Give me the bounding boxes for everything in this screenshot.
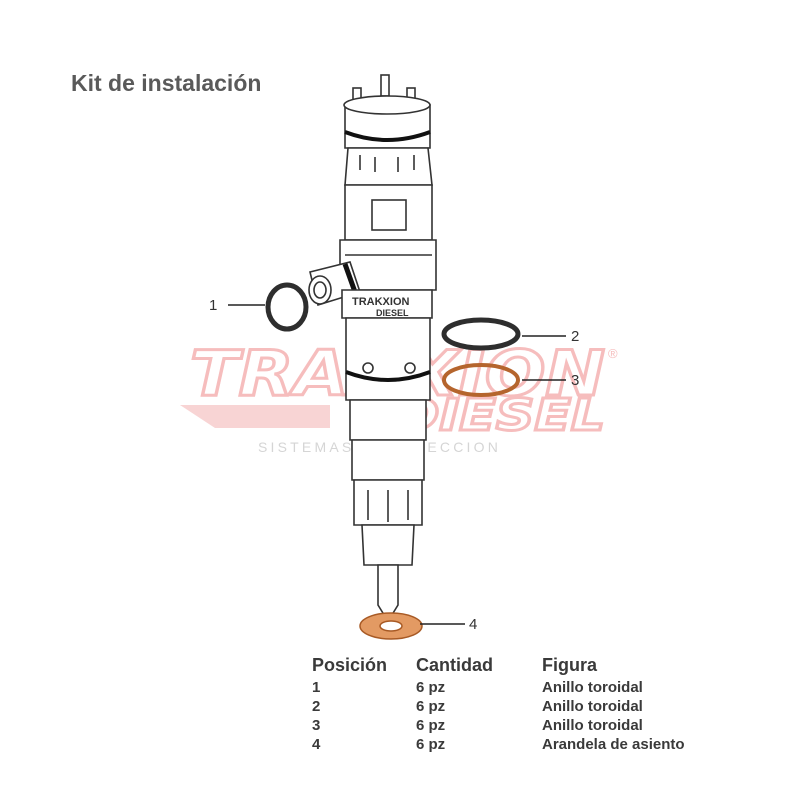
cell-figure: Anillo toroidal (542, 679, 643, 696)
cell-quantity: 6 pz (416, 717, 446, 734)
table-row: 3 6 pz Anillo toroidal (312, 716, 742, 735)
parts-table: Posición Cantidad Figura 1 6 pz Anillo t… (312, 655, 742, 754)
part-1-o-ring (265, 282, 309, 332)
cell-figure: Arandela de asiento (542, 736, 685, 753)
header-figure: Figura (542, 655, 598, 675)
table-row: 2 6 pz Anillo toroidal (312, 697, 742, 716)
header-quantity: Cantidad (416, 655, 494, 675)
injector-label-line2: DIESEL (376, 308, 409, 318)
callout-1: 1 (209, 297, 217, 314)
header-position: Posición (312, 655, 388, 675)
cell-figure: Anillo toroidal (542, 717, 643, 734)
cell-quantity: 6 pz (416, 679, 446, 696)
part-4-seat-washer (359, 612, 423, 640)
cell-position: 4 (312, 736, 321, 753)
cell-quantity: 6 pz (416, 736, 446, 753)
part-3-o-ring (442, 363, 520, 397)
injector-illustration: TRAKXION DIESEL (308, 74, 437, 619)
table-header-row: Posición Cantidad Figura (312, 655, 742, 678)
part-2-o-ring (441, 317, 521, 351)
page-title: Kit de instalación (71, 70, 262, 96)
callout-4: 4 (469, 616, 477, 633)
watermark-registered: ® (608, 346, 618, 361)
injector-label-line1: TRAKXION (352, 296, 410, 308)
callout-3: 3 (571, 372, 579, 389)
cell-quantity: 6 pz (416, 698, 446, 715)
table-row: 4 6 pz Arandela de asiento (312, 735, 742, 754)
cell-figure: Anillo toroidal (542, 698, 643, 715)
table-row: 1 6 pz Anillo toroidal (312, 678, 742, 697)
cell-position: 2 (312, 698, 321, 715)
callout-2: 2 (571, 328, 579, 345)
cell-position: 1 (312, 679, 321, 696)
cell-position: 3 (312, 717, 321, 734)
